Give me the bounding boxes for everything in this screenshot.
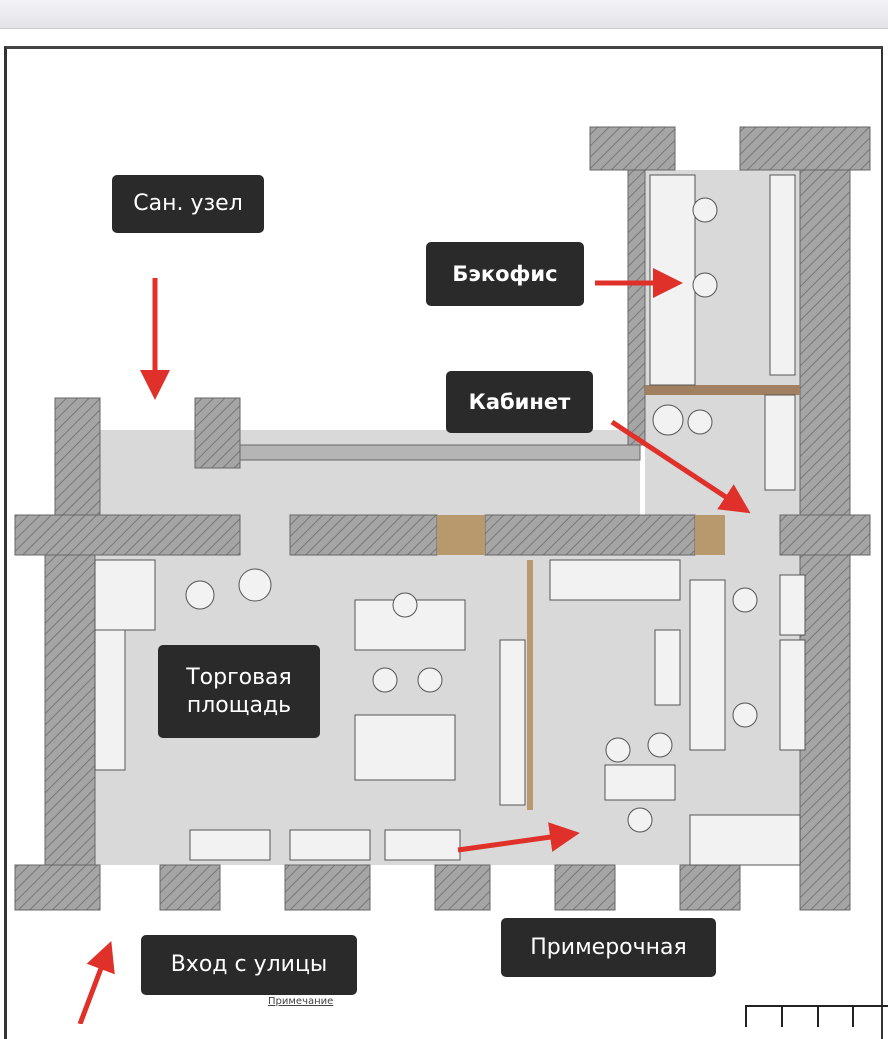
corridor-wall: [239, 444, 641, 461]
label-office: Кабинет: [446, 371, 593, 433]
arrow-entrance: [77, 940, 115, 1024]
drawing-frame: [4, 46, 883, 1039]
title-block: [745, 1005, 888, 1027]
label-back-office: Бэкофис: [426, 242, 584, 306]
arrow-fitting-room: [457, 822, 580, 853]
pointer-arrows: [77, 268, 751, 1024]
accent-wall-segments: [437, 515, 725, 810]
label-sales-floor: Торговая площадь: [158, 645, 320, 738]
walls: [14, 126, 871, 911]
furniture: [94, 174, 806, 866]
label-fitting-room: Примерочная: [501, 918, 716, 977]
arrow-office: [610, 419, 751, 514]
label-restroom: Сан. узел: [112, 175, 264, 233]
office-partition: [645, 385, 800, 395]
note-text: Примечание: [268, 996, 334, 1007]
viewer-toolbar: [0, 0, 888, 29]
label-street-entrance: Вход с улицы: [141, 935, 357, 995]
